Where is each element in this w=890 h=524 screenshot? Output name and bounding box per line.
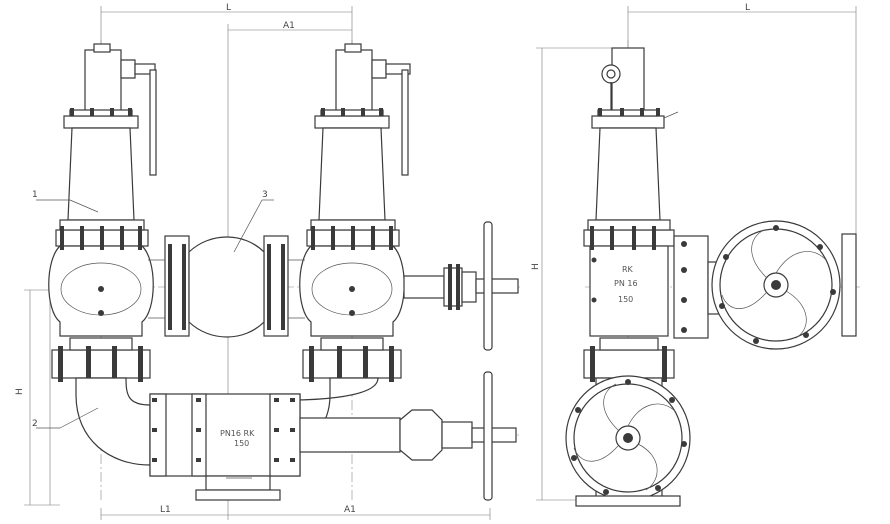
body-marking-dn: 150 [618, 295, 633, 304]
handwheel-upper [707, 220, 857, 350]
dim-A1-lower-label: A1 [344, 505, 356, 515]
body-marking-pn: PN 16 [614, 279, 638, 288]
pipe-marking-line2: 150 [234, 439, 249, 448]
handwheel-lower [565, 375, 691, 507]
bolts-lower-piping [152, 398, 295, 462]
body-marking-rk: RK [622, 265, 634, 274]
bolts-right-valve [309, 108, 460, 382]
lower-piping [75, 371, 517, 501]
callout-1: 1 [32, 190, 38, 200]
dim-L1-label: L1 [160, 505, 171, 515]
safety-valve-left [48, 43, 157, 379]
dim-L-side-label: L [745, 3, 750, 13]
bolts-left-valve [58, 108, 143, 382]
dim-L-label: L [226, 3, 231, 13]
dim-H1-label: H [531, 263, 541, 270]
callout-3: 3 [262, 190, 268, 200]
callout-2: 2 [32, 419, 38, 429]
safety-valve-right [299, 43, 519, 379]
dim-A1-label: A1 [283, 21, 295, 31]
dim-H-label: H [15, 388, 25, 395]
callout-leaders [36, 111, 679, 429]
pipe-marking-line1: PN16 RK [220, 429, 255, 438]
bolts-side-view [590, 108, 687, 382]
connecting-spool [148, 235, 305, 338]
